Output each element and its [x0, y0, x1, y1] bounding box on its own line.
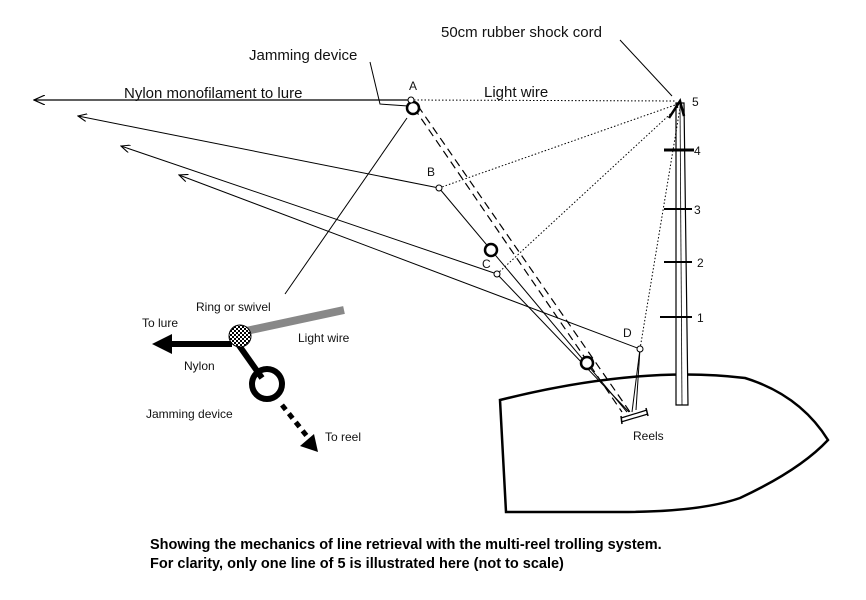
- light-wire-c: [496, 105, 680, 275]
- boat-hull: [498, 373, 830, 514]
- mast-label-5: 5: [692, 95, 699, 109]
- swivel-b: [435, 184, 443, 192]
- jamming-ring-a: [405, 100, 421, 116]
- reel-line-c: [496, 273, 630, 413]
- inset-jamming-device-icon: [249, 366, 285, 402]
- mast-label-3: 3: [694, 203, 701, 217]
- light-wire-a: [413, 99, 677, 102]
- mast-label-4: 4: [694, 144, 701, 158]
- mast-label-1: 1: [697, 311, 704, 325]
- point-c-label: C: [482, 257, 491, 271]
- nylon-line-b: [78, 116, 440, 189]
- caption-line-1: Showing the mechanics of line retrieval …: [150, 537, 662, 553]
- inset-light-wire-label: Light wire: [298, 331, 350, 345]
- inset-detail: [152, 306, 345, 452]
- light-wire-label: Light wire: [484, 84, 548, 101]
- nylon-to-lure-label: Nylon monofilament to lure: [124, 85, 302, 102]
- jamming-ring-mid: [483, 242, 499, 258]
- inset-reel-line: [280, 403, 312, 442]
- nylon-line-d: [179, 175, 641, 350]
- inset-jamming-device-label: Jamming device: [146, 407, 233, 421]
- jamming-device-leader: [369, 61, 409, 107]
- jamming-path-2: [417, 105, 631, 413]
- inset-lure-arrowhead: [152, 334, 172, 354]
- reel-line-d1: [631, 348, 641, 413]
- light-wire-d: [639, 107, 681, 350]
- light-wire-b: [438, 103, 679, 189]
- reels-label: Reels: [633, 429, 664, 443]
- inset-light-wire: [245, 306, 345, 335]
- jamming-ring-low: [579, 355, 595, 371]
- to-lure-label: To lure: [142, 316, 178, 330]
- point-b-label: B: [427, 165, 435, 179]
- point-a-label: A: [409, 79, 417, 93]
- shock-cord-leader: [619, 39, 673, 97]
- mast-label-2: 2: [697, 256, 704, 270]
- caption-line-2: For clarity, only one line of 5 is illus…: [150, 556, 564, 572]
- swivel-d: [636, 345, 644, 353]
- swivel-a: [407, 96, 415, 104]
- swivel-c: [493, 270, 501, 278]
- jamming-device-label: Jamming device: [249, 47, 357, 64]
- reel-line-d2: [635, 348, 641, 411]
- to-reel-label: To reel: [325, 430, 361, 444]
- nylon-line-c: [121, 146, 498, 275]
- inset-reel-arrowhead: [300, 434, 318, 452]
- nylon-label: Nylon: [184, 359, 215, 373]
- reel-line-b: [438, 187, 628, 413]
- caption: Showing the mechanics of line retrieval …: [150, 536, 850, 574]
- ring-or-swivel-label: Ring or swivel: [196, 300, 271, 314]
- point-d-label: D: [623, 326, 632, 340]
- shock-cord-label: 50cm rubber shock cord: [441, 24, 602, 41]
- ring-or-swivel-icon: [228, 324, 252, 348]
- reels-icon: [620, 407, 649, 425]
- inset-callout-line: [284, 117, 408, 295]
